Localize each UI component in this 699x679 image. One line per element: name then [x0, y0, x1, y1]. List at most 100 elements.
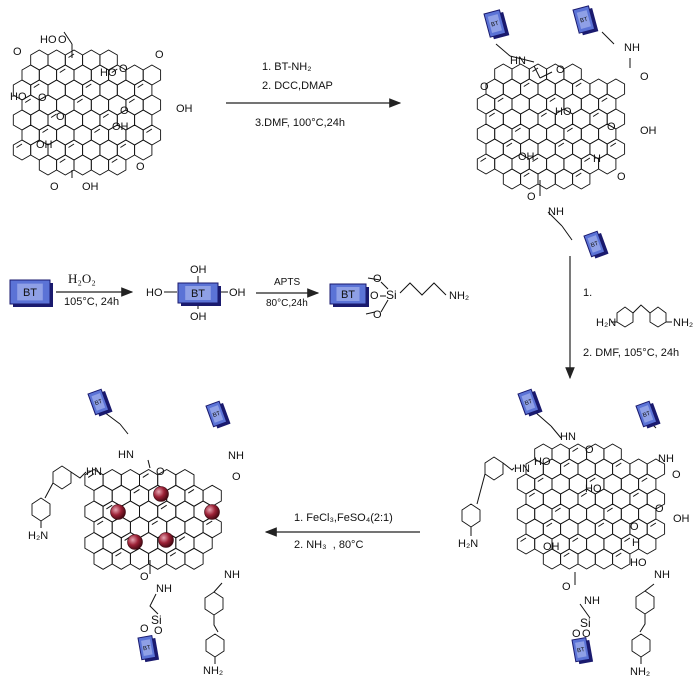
carbon-ring [129, 547, 150, 570]
double-bond [50, 113, 57, 118]
double-bond [102, 113, 109, 118]
svg-text:O: O [154, 625, 163, 637]
carbon-ring [12, 139, 32, 161]
svg-text:H: H [593, 153, 601, 165]
double-bond [16, 143, 23, 148]
double-bond [85, 83, 92, 88]
svg-text:O: O [607, 121, 616, 133]
svg-text:O: O [156, 466, 165, 478]
double-bond [206, 520, 213, 526]
fe3o4-particle [158, 532, 174, 548]
svg-text:H₂N: H₂N [28, 530, 48, 542]
svg-text:O: O [480, 81, 489, 93]
double-bond [68, 143, 75, 148]
svg-text:O: O [562, 581, 571, 593]
double-bond [575, 172, 582, 177]
double-bond [572, 447, 579, 452]
silanized-bt: O O O Si NH₂ [365, 273, 469, 321]
bt-block: BT [572, 5, 599, 36]
carbon-ring [93, 547, 113, 570]
double-bond [87, 473, 95, 478]
double-bond [523, 172, 530, 177]
label-oh-right: OH [176, 103, 193, 115]
svg-text:Si: Si [580, 616, 591, 630]
double-bond [546, 522, 553, 527]
label-oh-center: HO [100, 67, 117, 79]
step3-arrow: APTS 80°C,24h [256, 277, 320, 309]
ho-top: OH [190, 264, 207, 276]
double-bond [615, 462, 622, 467]
step5-arrow: 1. FeCl₃,FeSO₄(2:1) 2. NH₃ , 80°C [264, 512, 420, 551]
step1-arrow: 1. BT-NH₂ 2. DCC,DMAP 3.DMF, 100°C,24h [226, 61, 402, 129]
double-bond [142, 473, 149, 478]
carbon-ring [598, 153, 617, 175]
carbon-ring [73, 154, 92, 176]
carbon-ring [166, 547, 186, 570]
carbon-ring [111, 484, 131, 507]
step1-line3: 3.DMF, 100°C,24h [255, 117, 345, 129]
svg-text:H: H [632, 537, 640, 549]
double-bond [151, 520, 158, 526]
svg-text:O: O [672, 469, 681, 481]
double-bond [128, 98, 135, 103]
double-bond [575, 82, 582, 87]
bt-block: BT [329, 283, 369, 307]
carbon-ring [516, 533, 536, 555]
go-substituent-labels: HO O O HO O O O HO O O OH OH OH O O OH [10, 31, 193, 193]
double-bond [537, 477, 544, 482]
carbon-ring [572, 168, 591, 190]
svg-text:HO: HO [10, 91, 27, 103]
double-bond [632, 492, 639, 497]
si-label: Si [386, 288, 397, 302]
bt-label: BT [94, 399, 104, 407]
carbon-ring [56, 154, 75, 176]
svg-text:NH: NH [654, 569, 670, 581]
double-bond [97, 520, 104, 526]
double-bond [33, 83, 40, 88]
svg-text:OH: OH [82, 181, 99, 193]
svg-text:H₂N: H₂N [458, 538, 478, 550]
step3-cond: 80°C,24h [266, 298, 308, 309]
svg-text:NH: NH [156, 583, 172, 595]
step1-line2: 2. DCC,DMAP [262, 80, 333, 92]
svg-text:HN: HN [118, 449, 134, 461]
svg-text:NH: NH [224, 569, 240, 581]
double-bond [115, 552, 122, 557]
double-bond [146, 128, 153, 133]
carbon-ring [577, 548, 596, 570]
fe3o4-particle [204, 504, 220, 520]
carbon-ring [520, 168, 539, 190]
bt-block: BT [177, 282, 221, 306]
carbon-ring [184, 547, 204, 570]
double-bond [641, 477, 648, 482]
double-bond [601, 97, 608, 102]
svg-text:HN: HN [510, 55, 526, 67]
carbon-ring [554, 168, 574, 190]
label-o-epoxy-1: O [13, 46, 22, 58]
double-bond [133, 488, 140, 494]
bt-block: BT [205, 400, 231, 429]
double-bond [68, 53, 75, 58]
ho-left: HO [146, 287, 163, 299]
double-bond [606, 507, 613, 512]
svg-text:O: O [373, 309, 382, 321]
svg-text:H₂N: H₂N [596, 317, 616, 329]
carbon-ring [476, 153, 496, 175]
double-bond [566, 127, 573, 132]
svg-text:HO: HO [555, 106, 572, 118]
bt-block: BT [87, 388, 113, 417]
double-bond [137, 83, 144, 88]
magnetic-sheet [84, 468, 222, 570]
double-bond [111, 68, 118, 73]
carbon-ring [129, 484, 150, 507]
magnetic-substituents: HN O NH O HN H₂N O NH Si O O NH NH₂ [28, 411, 244, 677]
bt-label: BT [341, 289, 355, 301]
carbon-ring [184, 484, 204, 507]
double-bond [598, 522, 605, 527]
double-bond [94, 128, 101, 133]
double-bond [188, 488, 195, 494]
svg-text:O: O [50, 181, 59, 193]
double-bond [497, 97, 504, 102]
carbon-ring [560, 548, 579, 570]
